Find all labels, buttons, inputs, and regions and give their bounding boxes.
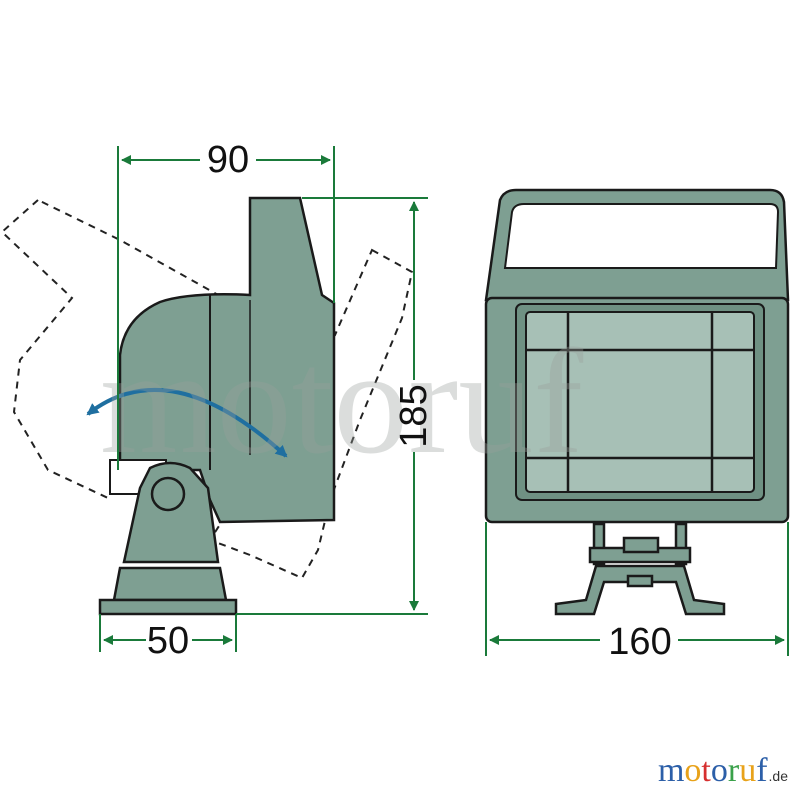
dimension-base-width: 50 bbox=[147, 620, 189, 662]
watermark: motoruf bbox=[100, 319, 583, 485]
bracket-foot bbox=[112, 566, 228, 602]
brand-letter: t bbox=[701, 752, 711, 789]
side-view bbox=[0, 196, 414, 616]
dimension-lines bbox=[99, 146, 789, 656]
bracket-pillar bbox=[122, 461, 220, 564]
brand-letter: o bbox=[710, 752, 728, 789]
dimension-side-width: 90 bbox=[207, 139, 249, 181]
pivot-bolt bbox=[150, 476, 186, 512]
handle-opening bbox=[503, 203, 780, 269]
brand-letter: f bbox=[756, 752, 768, 789]
lens-grid bbox=[526, 312, 754, 492]
brand-logo: motoruf.de bbox=[658, 752, 788, 790]
brand-letter: r bbox=[727, 752, 740, 789]
front-view bbox=[484, 188, 790, 616]
tilt-arrow bbox=[86, 387, 288, 458]
brand-letter: u bbox=[739, 752, 757, 789]
lens bbox=[525, 311, 755, 493]
dimension-front-width: 160 bbox=[608, 621, 671, 663]
base-plate bbox=[98, 598, 238, 616]
brand-letter: o bbox=[684, 752, 702, 789]
brand-tld: .de bbox=[768, 768, 788, 784]
front-stand bbox=[554, 522, 726, 616]
dimension-height: 185 bbox=[393, 384, 435, 447]
brand-letter: m bbox=[657, 752, 685, 789]
